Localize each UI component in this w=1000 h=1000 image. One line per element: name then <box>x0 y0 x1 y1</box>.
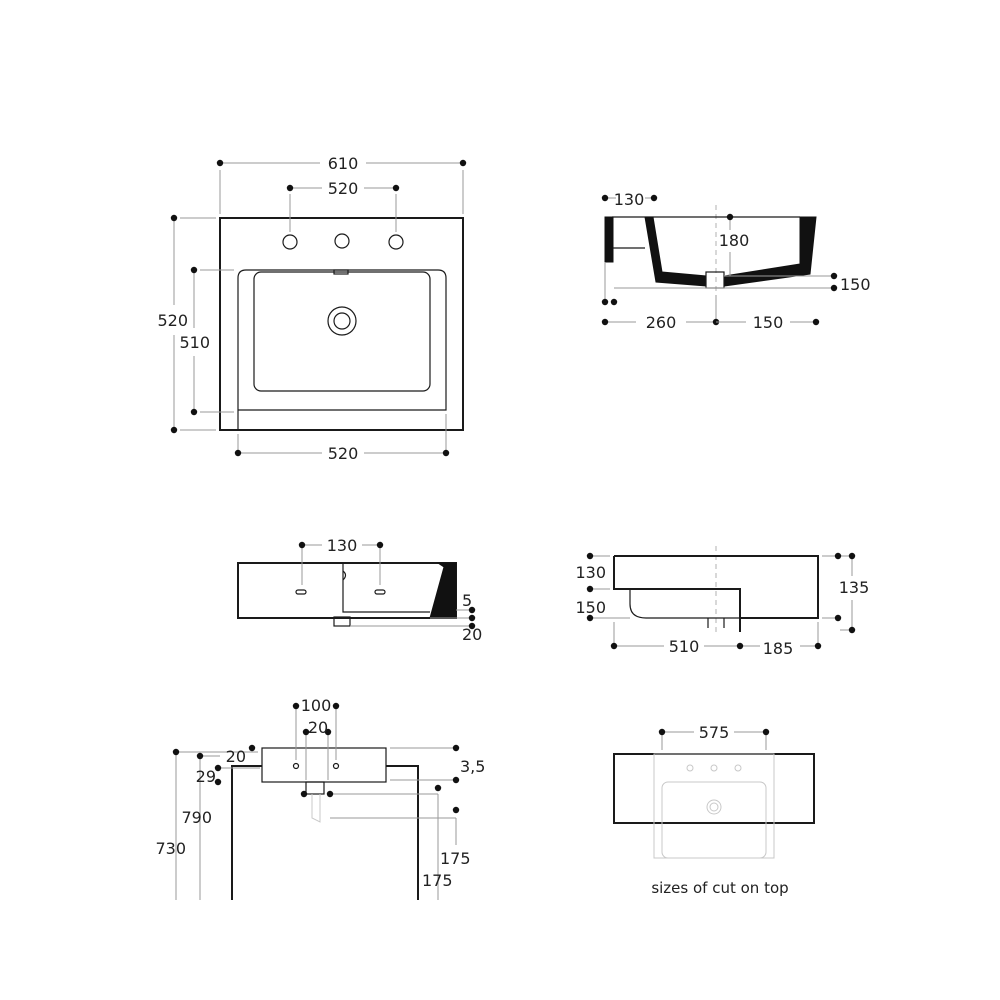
install-wall <box>231 765 262 900</box>
dim-front-drain: 260 <box>601 295 720 332</box>
dim-front-drain: 5 20 <box>350 591 482 644</box>
front-tap-left <box>295 589 307 595</box>
dim-bowl-depth: 510 <box>179 266 234 416</box>
label-install-top-clearance: 3,5 <box>460 757 485 776</box>
label-install-drain-depth: 175 <box>440 849 471 868</box>
label-front-tap-spacing: 130 <box>327 536 358 555</box>
dim-install-left: 20 29 790 730 <box>155 744 260 900</box>
side-view: 130 150 135 510 185 <box>575 546 869 658</box>
label-drain-to-back: 150 <box>753 313 784 332</box>
label-install-drain-width: 20 <box>308 718 328 737</box>
label-overall-width: 610 <box>328 154 359 173</box>
dim-side-bottom: 510 185 <box>610 622 822 658</box>
label-side-rim-height: 130 <box>575 563 606 582</box>
label-side-bowl-height: 150 <box>575 598 606 617</box>
label-cut-width: 575 <box>699 723 730 742</box>
cut-bowl-hidden <box>661 781 767 859</box>
drain-section <box>705 271 725 289</box>
cut-basin-hidden <box>653 753 775 859</box>
side-bowl <box>629 589 740 619</box>
dim-install-tap: 100 <box>292 696 340 760</box>
label-drain-height: 20 <box>462 625 482 644</box>
label-rim-width: 130 <box>614 190 645 209</box>
drain-inner <box>333 312 351 330</box>
tap-hole-right <box>388 234 404 250</box>
side-outline-body <box>613 556 741 618</box>
front-drain <box>333 616 351 627</box>
install-view: 100 20 20 29 790 730 <box>155 696 485 900</box>
label-overall-depth: 520 <box>157 311 188 330</box>
label-install-rim-offset: 20 <box>226 747 246 766</box>
overflow-slot <box>333 269 349 275</box>
cut-top-outline <box>613 753 815 824</box>
label-front-to-drain: 260 <box>646 313 677 332</box>
dim-side-left: 130 150 <box>575 552 630 622</box>
basin-outline <box>219 217 464 431</box>
dim-bowl-height: 180 <box>719 213 750 276</box>
bowl-section-left <box>644 216 707 287</box>
drain-outer <box>327 306 357 336</box>
dim-install-right: 3,5 175 175 <box>300 744 485 900</box>
front-overflow <box>342 570 347 581</box>
label-bowl-height: 180 <box>719 231 750 250</box>
label-bowl-depth: 510 <box>179 333 210 352</box>
section-view: 130 180 150 260 <box>601 190 871 332</box>
label-install-counter-depth: 175 <box>422 871 453 890</box>
top-view: 610 520 520 <box>157 154 467 463</box>
front-view: 130 5 20 <box>237 536 482 644</box>
dim-install-drain: 20 <box>302 718 332 780</box>
label-install-top-height: 790 <box>181 808 212 827</box>
label-side-overhang: 185 <box>763 639 794 658</box>
label-side-back-height: 135 <box>839 578 870 597</box>
install-basin <box>261 747 387 783</box>
bowl-inner <box>253 271 431 392</box>
label-tap-hole-spacing: 520 <box>328 179 359 198</box>
dim-drain-back: 150 <box>716 313 820 332</box>
dim-drain-offset: 150 <box>614 272 871 294</box>
cut-caption: sizes of cut on top <box>651 879 788 897</box>
label-install-tap-spacing: 100 <box>301 696 332 715</box>
label-install-counter-height: 730 <box>155 839 186 858</box>
install-trap <box>311 794 321 823</box>
label-side-bowl-depth: 510 <box>669 637 700 656</box>
front-bowl-line <box>342 563 430 613</box>
front-wall-section <box>429 562 457 619</box>
bowl-rim <box>237 269 447 430</box>
dim-front-tap-spacing: 130 <box>298 536 384 585</box>
label-drain-offset: 150 <box>840 275 871 294</box>
label-bowl-width: 520 <box>328 444 359 463</box>
cut-view: 575 sizes of cut on top <box>613 723 815 897</box>
dim-bowl-width: 520 <box>234 414 450 463</box>
front-tap-right <box>374 589 386 595</box>
side-outline-top <box>614 555 819 632</box>
dim-tap-spacing: 520 <box>286 179 400 232</box>
dim-side-right: 135 <box>822 552 870 634</box>
tap-hole-left <box>282 234 298 250</box>
dim-cut-width: 575 <box>658 723 770 750</box>
dim-overall-depth: 520 <box>157 214 216 434</box>
dim-rim-width: 130 <box>601 190 658 209</box>
label-install-rim-height: 29 <box>196 767 216 786</box>
dim-overall-width: 610 <box>216 154 467 214</box>
front-outline <box>237 562 457 619</box>
label-drain-protrusion: 5 <box>462 591 472 610</box>
left-wall-section <box>604 216 614 263</box>
install-drain <box>305 781 325 795</box>
install-counter <box>386 765 419 900</box>
tap-hole-center <box>334 233 350 249</box>
